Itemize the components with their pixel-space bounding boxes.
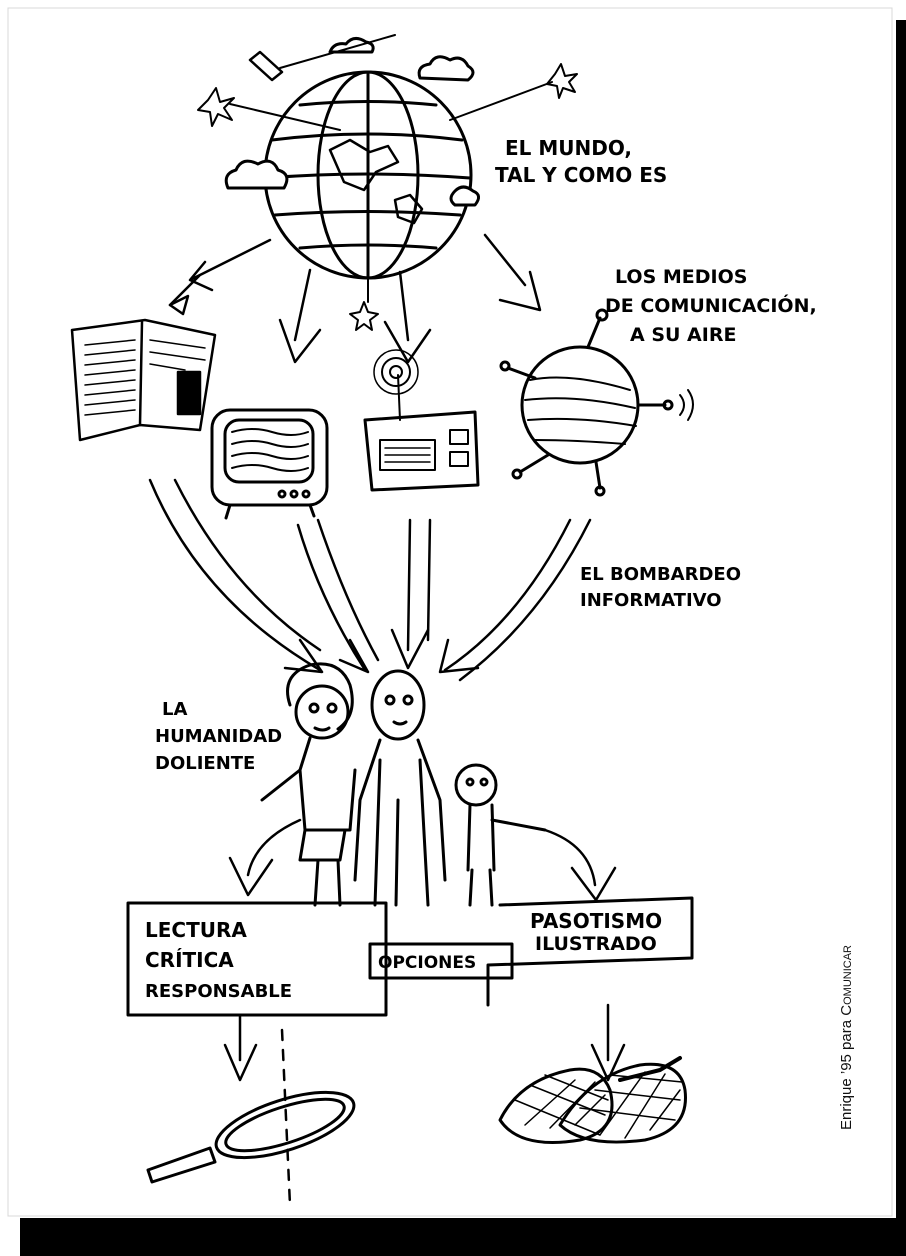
humanity-label-line3: DOLIENTE — [155, 753, 255, 774]
credit-publication-rest: omunicar — [838, 945, 855, 1005]
option-left-line2: CRÍTICA — [145, 948, 234, 972]
satellite-drawing — [499, 308, 694, 497]
credit-publication-initial: C — [838, 1004, 855, 1016]
arrows-globe-to-media — [168, 233, 542, 364]
arrows-to-outcomes — [223, 1003, 626, 1082]
humanity-label-line1: LA — [162, 699, 187, 720]
arrows-to-options — [228, 818, 617, 902]
illustration-credit: Enrique ’95 para Comunicar — [838, 730, 855, 1130]
media-label-line3: A SU AIRE — [630, 324, 736, 346]
people-drawing — [260, 662, 547, 907]
bombardment-label-line2: INFORMATIVO — [580, 590, 722, 611]
arrows-bombardment — [148, 478, 592, 682]
media-label-line2: DE COMUNICACIÓN, — [605, 293, 817, 317]
world-label-line1: EL MUNDO, — [505, 136, 632, 160]
slippers-drawing — [498, 1056, 687, 1144]
newspaper-drawing — [70, 318, 217, 442]
radio-drawing — [363, 349, 480, 492]
option-right-line1: PASOTISMO — [530, 909, 662, 933]
television-drawing — [210, 408, 329, 520]
options-center-label: OPCIONES — [378, 953, 476, 973]
media-label-line1: LOS MEDIOS — [615, 266, 747, 288]
credit-author: Enrique ’95 para — [838, 1015, 855, 1130]
globe-drawing — [197, 34, 578, 331]
magnifying-glass-drawing — [146, 1028, 356, 1207]
option-box-left — [126, 901, 388, 1017]
world-label-line2: TAL Y COMO ES — [495, 163, 667, 187]
frame-border — [7, 7, 893, 1217]
frame-shadow-right — [896, 20, 906, 1256]
bombardment-label-line1: EL BOMBARDEO — [580, 564, 741, 585]
option-left-line3: RESPONSABLE — [145, 981, 292, 1002]
option-left-line1: LECTURA — [145, 918, 247, 942]
artist-signature: ENRIQUE_95 — [555, 1216, 631, 1229]
humanity-label-line2: HUMANIDAD — [155, 726, 282, 747]
options-box-center — [368, 942, 514, 980]
option-box-right — [486, 896, 694, 1007]
frame-shadow-bottom — [20, 1218, 906, 1256]
option-right-line2: ILUSTRADO — [535, 933, 657, 955]
